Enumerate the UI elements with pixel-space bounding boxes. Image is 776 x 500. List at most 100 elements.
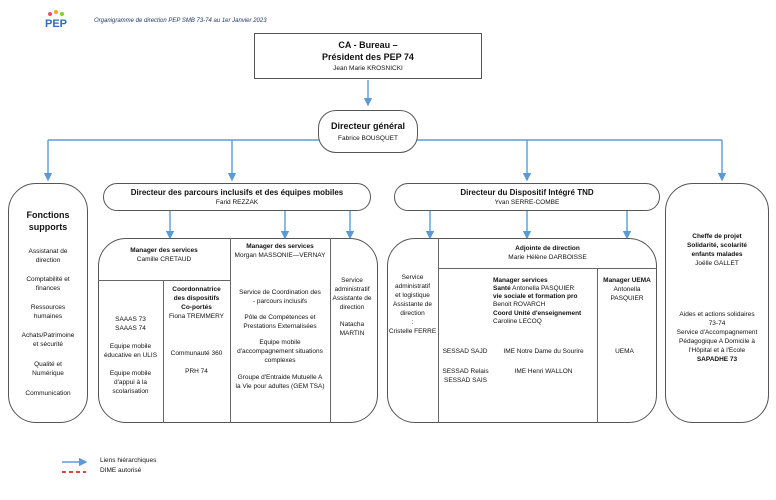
service-item: Pôle de Compétences et	[244, 314, 316, 321]
service-item: Groupe d'Entraide Mutuelle A	[237, 374, 323, 381]
vie-sociale-name: Benoit ROVARCH	[493, 301, 546, 309]
fonctions-supports-box: Fonctions supports Assistanat de directi…	[8, 183, 88, 423]
service-item: d'accompagnement situations	[237, 348, 323, 355]
fonction-item: Qualité et	[34, 361, 62, 368]
coord-name: Fiona TREMMERY	[168, 313, 225, 320]
ca-name: Jean Marie KROSNICKI	[333, 65, 403, 72]
service-item: PRH 74	[185, 368, 208, 375]
tnd-name: Yvan SERRE-COMBE	[494, 199, 560, 206]
cheffe-item: Aides et actions solidaires	[679, 311, 755, 318]
cheffe-item: Pédagogique A Domicile à	[679, 338, 755, 345]
service-item: complexes	[264, 357, 296, 364]
sapadhe: SAPADHE 73	[696, 356, 738, 363]
parcours-services-box	[98, 238, 378, 423]
fonction-item: et sécurité	[33, 341, 63, 348]
uema-manager-name: Antonella	[613, 286, 641, 293]
uema-manager-name: PASQUIER	[610, 295, 644, 302]
service-item: administratif	[334, 286, 370, 293]
parcours-title: Directeur des parcours inclusifs et des …	[130, 188, 344, 197]
vie-sociale-label: vie sociale et formation pro	[493, 293, 578, 301]
sessad-item: SESSAD Relais	[442, 368, 489, 375]
fonctions-title1: Fonctions	[26, 210, 70, 220]
service-item: Service	[341, 277, 363, 284]
uema-service: UEMA	[615, 348, 634, 355]
coord-title: des dispositifs	[173, 295, 220, 302]
divider	[98, 280, 230, 281]
coord-title: Coordonnatrice	[172, 286, 221, 293]
tnd-title: Directeur du Dispositif Intégré TND	[460, 188, 594, 197]
service-item: Natacha	[339, 321, 365, 328]
divider	[330, 238, 331, 423]
parcours-director-box: Directeur des parcours inclusifs et des …	[103, 183, 371, 211]
service-item: éducative en ULIS	[103, 352, 158, 359]
divider	[163, 280, 164, 423]
manager2-title: Manager des services	[246, 243, 314, 250]
fonction-item: Numérique	[32, 370, 64, 377]
service-item: direction	[339, 304, 365, 311]
service-item: :	[411, 319, 414, 326]
parcours-name: Farid REZZAK	[215, 199, 259, 206]
managers-title: Manager services	[493, 277, 548, 284]
service-item: la Vie pour adultes (GEM TSA)	[235, 383, 325, 390]
manager1-name: Camille CRETAUD	[136, 256, 192, 263]
dg-name: Fabrice BOUSQUET	[338, 135, 398, 142]
service-item: Prestations Externalisées	[243, 323, 317, 330]
service-item: Communauté 360	[170, 350, 223, 357]
divider	[597, 268, 598, 423]
svg-text:PEP: PEP	[45, 18, 67, 30]
service-item: Service de Coordination des	[239, 289, 321, 296]
manager2-name: Morgan MASSONIE—VERNAY	[234, 252, 326, 259]
dg-title: Directeur général	[330, 121, 406, 131]
sante-label: Santé	[493, 285, 511, 293]
service-item: - parcours inclusifs	[252, 298, 308, 305]
ime-notre-dame: IME Notre Dame du Sourire	[503, 348, 584, 355]
service-item: d'appui à la	[113, 379, 148, 386]
service-item: direction	[400, 310, 425, 317]
ca-title2: Président des PEP 74	[322, 52, 414, 62]
divider	[438, 268, 657, 269]
cheffe-item: 73-74	[708, 320, 726, 327]
service-item: SAAAS 73	[115, 316, 146, 323]
ca-box: CA - Bureau – Président des PEP 74 Jean …	[254, 33, 482, 79]
ca-title1: CA - Bureau –	[338, 40, 398, 50]
manager1-title: Manager des services	[130, 247, 198, 254]
sessad-item: SESSAD SAIS	[444, 377, 487, 384]
service-item: Equipe mobile	[259, 339, 301, 346]
fonction-item: Communication	[25, 390, 71, 397]
service-item: SAAAS 74	[115, 325, 146, 332]
cheffe-name: Joëlle GALLET	[695, 260, 739, 267]
coord-title: Co-portés	[181, 304, 212, 311]
divider	[230, 238, 231, 423]
sessad-sajd: SESSAD SAJD	[442, 348, 488, 355]
service-item: et logistique	[395, 292, 430, 299]
cheffe-item: l'Hôpital et à l'Ecole	[688, 347, 746, 354]
service-item: MARTIN	[339, 330, 365, 337]
uema-manager-title: Manager UEMA	[603, 277, 651, 284]
service-item: Equipe mobile	[109, 370, 152, 377]
managers-block: Manager services Santé Antonella PASQUIE…	[493, 277, 581, 326]
cheffe-title: Solidarité, scolarité	[687, 242, 747, 249]
cheffe-item: Service d'Accompagnement	[676, 329, 758, 336]
fonctions-title2: supports	[28, 222, 68, 232]
legend-dime-label: DIME autorisé	[100, 467, 142, 474]
tnd-director-box: Directeur du Dispositif Intégré TND Yvan…	[394, 183, 660, 211]
cheffe-title: Cheffe de projet	[692, 233, 742, 240]
fonction-item: direction	[35, 257, 61, 264]
fonction-item: Assistanat de	[28, 248, 68, 255]
pep-logo: PEP	[44, 8, 74, 30]
adjointe-name: Marie Hélène DARBOISSE	[508, 254, 587, 261]
ime-wallon: IME Henri WALLON	[514, 368, 573, 375]
dg-box: Directeur général Fabrice BOUSQUET	[318, 110, 418, 153]
divider	[438, 238, 439, 423]
fonction-item: finances	[35, 285, 61, 292]
sante-name: Antonella PASQUIER	[510, 285, 575, 293]
service-item: Equipe mobile	[109, 343, 152, 350]
cheffe-projet-box: Cheffe de projet Solidarité, scolarité e…	[665, 183, 769, 423]
fonction-item: Achats/Patrimoine	[21, 332, 75, 339]
coord-ue-name: Caroline LECOQ	[493, 317, 542, 325]
service-item: scolarisation	[112, 388, 149, 395]
adjointe-title: Adjointe de direction	[515, 245, 580, 252]
service-item: Service	[401, 274, 424, 281]
page-title: Organigramme de direction PEP SMB 73-74 …	[94, 18, 267, 24]
fonction-item: humaines	[33, 313, 63, 320]
